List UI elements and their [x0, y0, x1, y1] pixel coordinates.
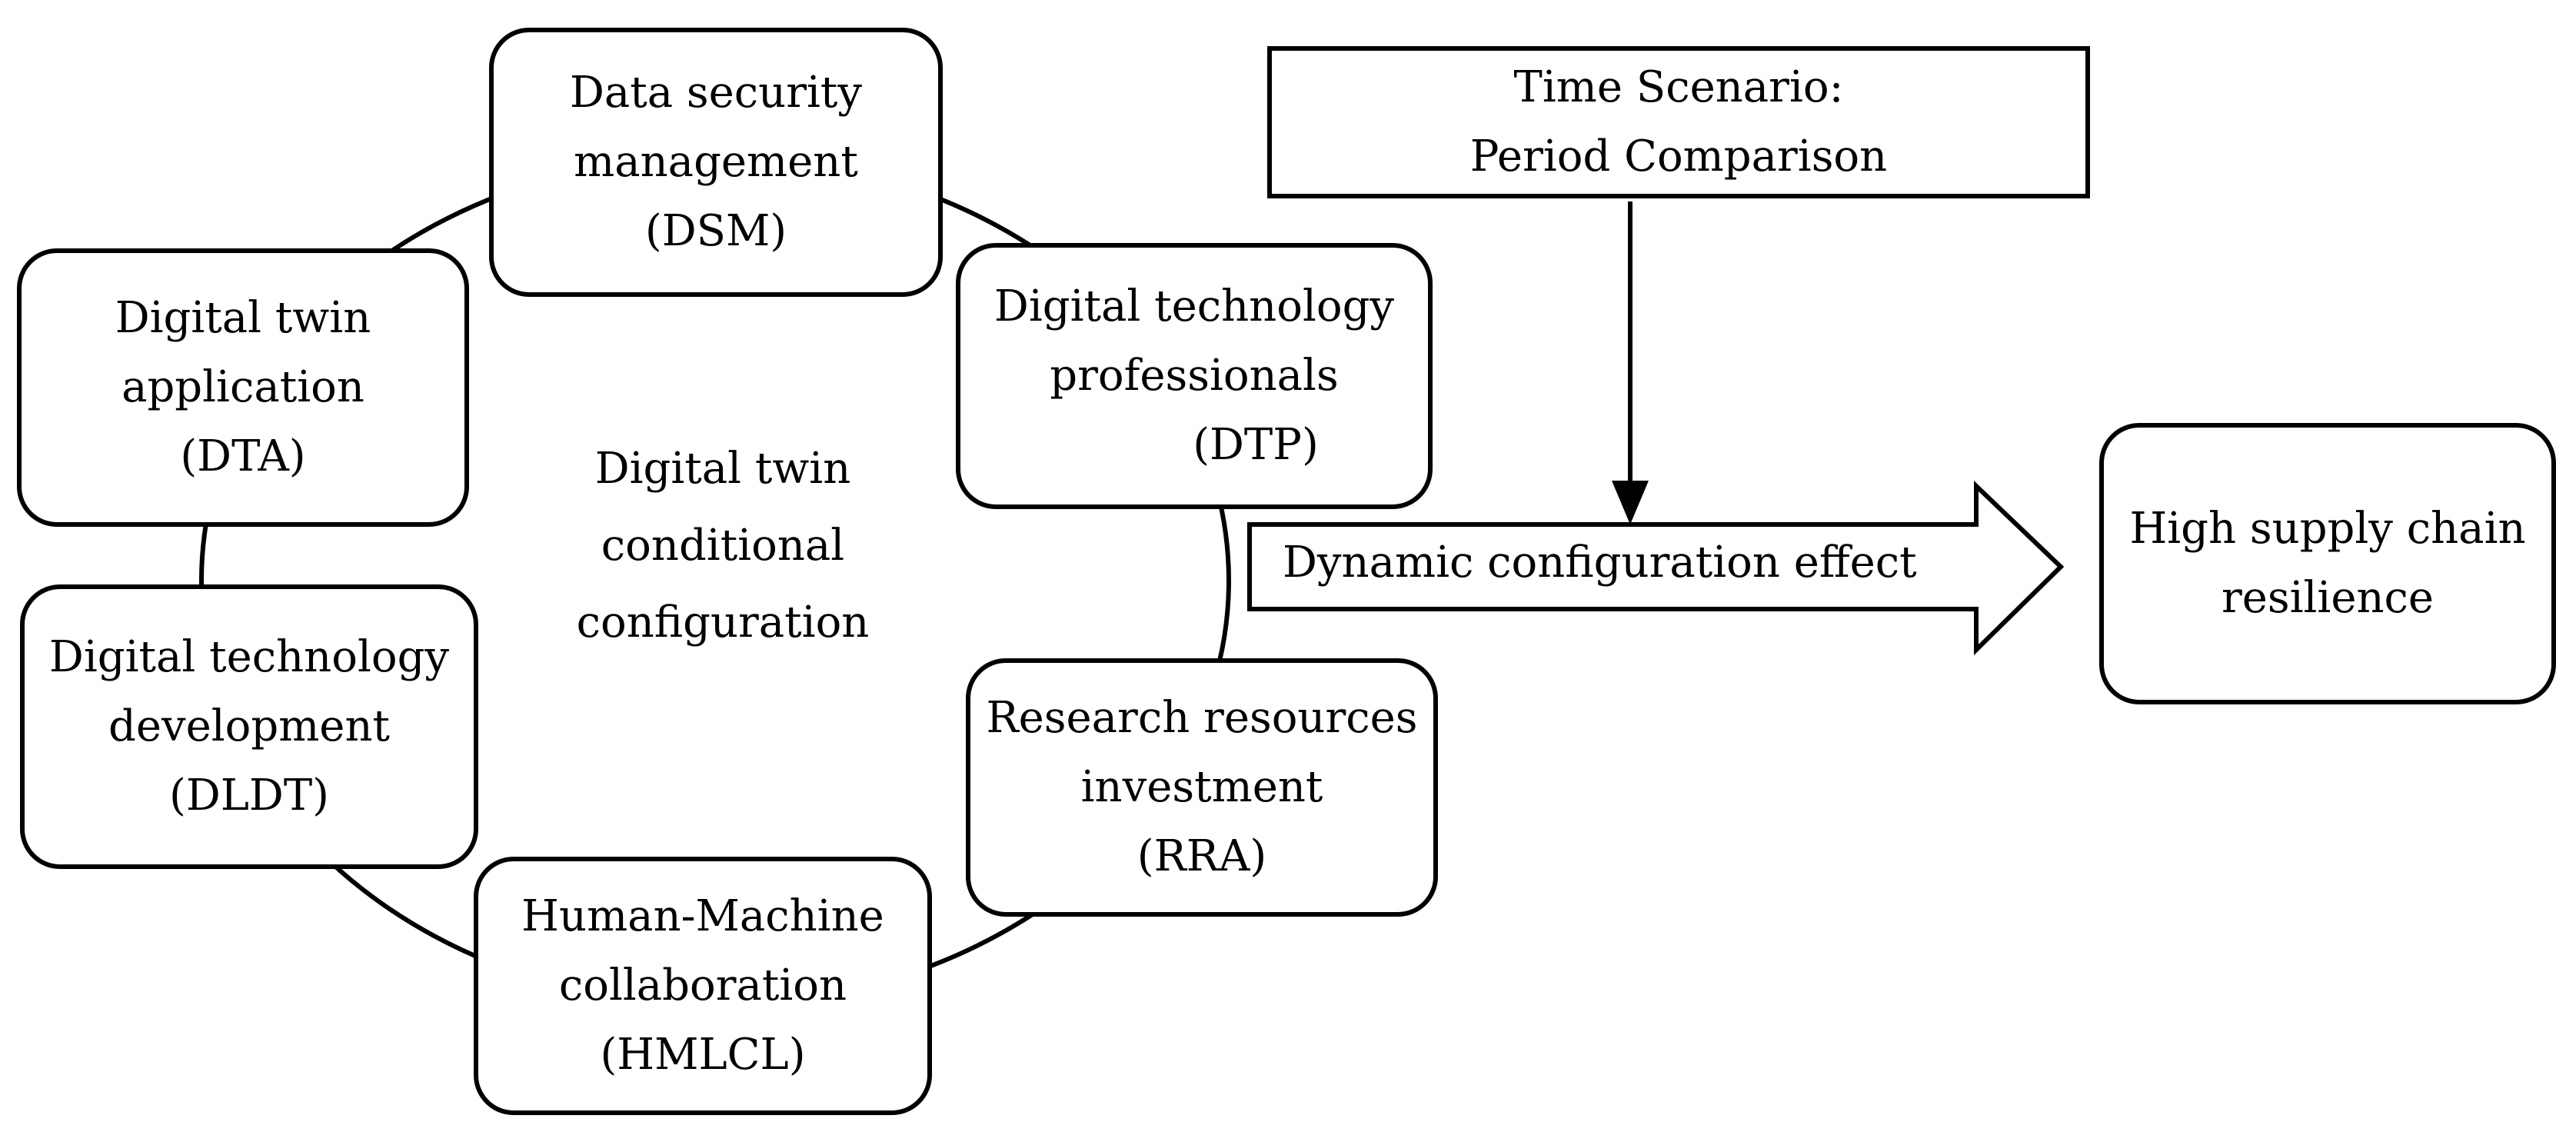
node-dsm-line-2: management: [574, 137, 858, 187]
node-dtp: Digital technology professionals (DTP): [956, 243, 1433, 509]
center-label-line-3: configuration: [576, 598, 870, 648]
time-scenario-arrow-head: [1612, 481, 1649, 524]
node-dtp-line-1: Digital technology: [993, 281, 1395, 331]
node-dta: Digital twin application (DTA): [17, 248, 469, 527]
time-scenario-line-1: Time Scenario:: [1513, 62, 1844, 112]
effect-block-arrow: [1247, 480, 2065, 656]
node-dsm-line-3: (DSM): [644, 206, 787, 256]
node-dtp-line-3: (DTP): [1193, 420, 1319, 470]
node-dldt-line-1: Digital technology: [48, 632, 450, 682]
node-dldt: Digital technology development (DLDT): [20, 584, 478, 869]
outcome-line-1: High supply chain: [2129, 504, 2526, 554]
outcome-line-2: resilience: [2221, 573, 2435, 623]
center-label: Digital twin conditional configuration: [492, 431, 954, 661]
node-rra-line-3: (RRA): [1137, 831, 1267, 881]
node-hmlcl-line-3: (HMLCL): [600, 1030, 806, 1080]
time-scenario-box: Time Scenario: Period Comparison: [1267, 46, 2090, 198]
node-hmlcl-line-1: Human-Machine: [521, 891, 884, 941]
outcome-box: High supply chain resilience: [2099, 423, 2556, 704]
node-hmlcl-line-2: collaboration: [558, 961, 847, 1010]
node-dtp-line-2: professionals: [1050, 351, 1339, 401]
node-dta-line-1: Digital twin: [115, 293, 371, 343]
node-dldt-line-2: development: [108, 701, 391, 751]
node-dta-line-2: application: [121, 362, 364, 412]
node-rra-line-1: Research resources: [986, 693, 1418, 743]
time-scenario-line-2: Period Comparison: [1469, 132, 1888, 181]
node-dta-line-3: (DTA): [180, 431, 306, 481]
node-rra-line-2: investment: [1080, 762, 1323, 812]
node-dsm: Data security management (DSM): [489, 28, 943, 297]
node-dldt-line-3: (DLDT): [168, 771, 330, 821]
center-label-line-2: conditional: [601, 521, 845, 571]
node-dsm-line-1: Data security: [569, 68, 863, 118]
node-rra: Research resources investment (RRA): [966, 658, 1438, 917]
center-label-line-1: Digital twin: [594, 444, 851, 494]
effect-arrow-label: Dynamic configuration effect: [1283, 538, 1917, 588]
node-hmlcl: Human-Machine collaboration (HMLCL): [474, 857, 932, 1115]
